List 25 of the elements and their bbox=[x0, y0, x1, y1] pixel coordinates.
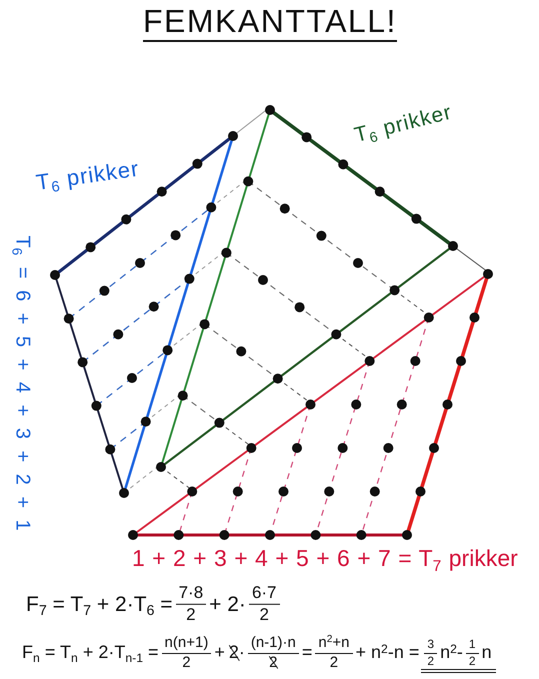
denominator: 2 bbox=[186, 606, 196, 624]
formula-text: + n$^{2}$-n = bbox=[356, 643, 420, 663]
formula-text: F$_{n}$ = T$_{n}$ + 2·T$_{n-1}$ = bbox=[22, 643, 159, 663]
numerator: 3 bbox=[427, 638, 434, 652]
formula-text: + bbox=[214, 643, 225, 663]
title: FEMKANTTALL! bbox=[143, 4, 397, 42]
sum-equation: 1 + 2 + 3 + 4 + 5 + 6 + 7 = T$_{7}$ prikker bbox=[132, 545, 518, 572]
numerator: n$^{2}$+n bbox=[318, 635, 350, 652]
numerator: 7·8 bbox=[178, 584, 204, 602]
denominator: 2 bbox=[330, 654, 338, 671]
denominator: 2 bbox=[182, 654, 191, 671]
numerator: 6·7 bbox=[252, 584, 277, 602]
formula-text: = bbox=[302, 643, 312, 663]
numerator: 1 bbox=[468, 638, 476, 652]
formula-text: n bbox=[482, 643, 492, 663]
formula-text: F$_{7}$ = T$_{7}$ + 2·T$_{6}$ = bbox=[26, 592, 173, 616]
formula-text: n$^{2}$- bbox=[440, 643, 463, 663]
numerator: n(n+1) bbox=[164, 635, 208, 652]
formula-text: + 2· bbox=[209, 592, 246, 616]
denominator: 2 bbox=[427, 654, 434, 668]
denominator: 2 bbox=[468, 654, 476, 668]
triangle-caption: T$_{6}$ prikker bbox=[34, 156, 141, 196]
numerator: (n-1)·n bbox=[250, 635, 296, 652]
triangle-caption: T$_{6}$ prikker bbox=[352, 100, 455, 148]
denominator: 2 bbox=[259, 606, 269, 624]
